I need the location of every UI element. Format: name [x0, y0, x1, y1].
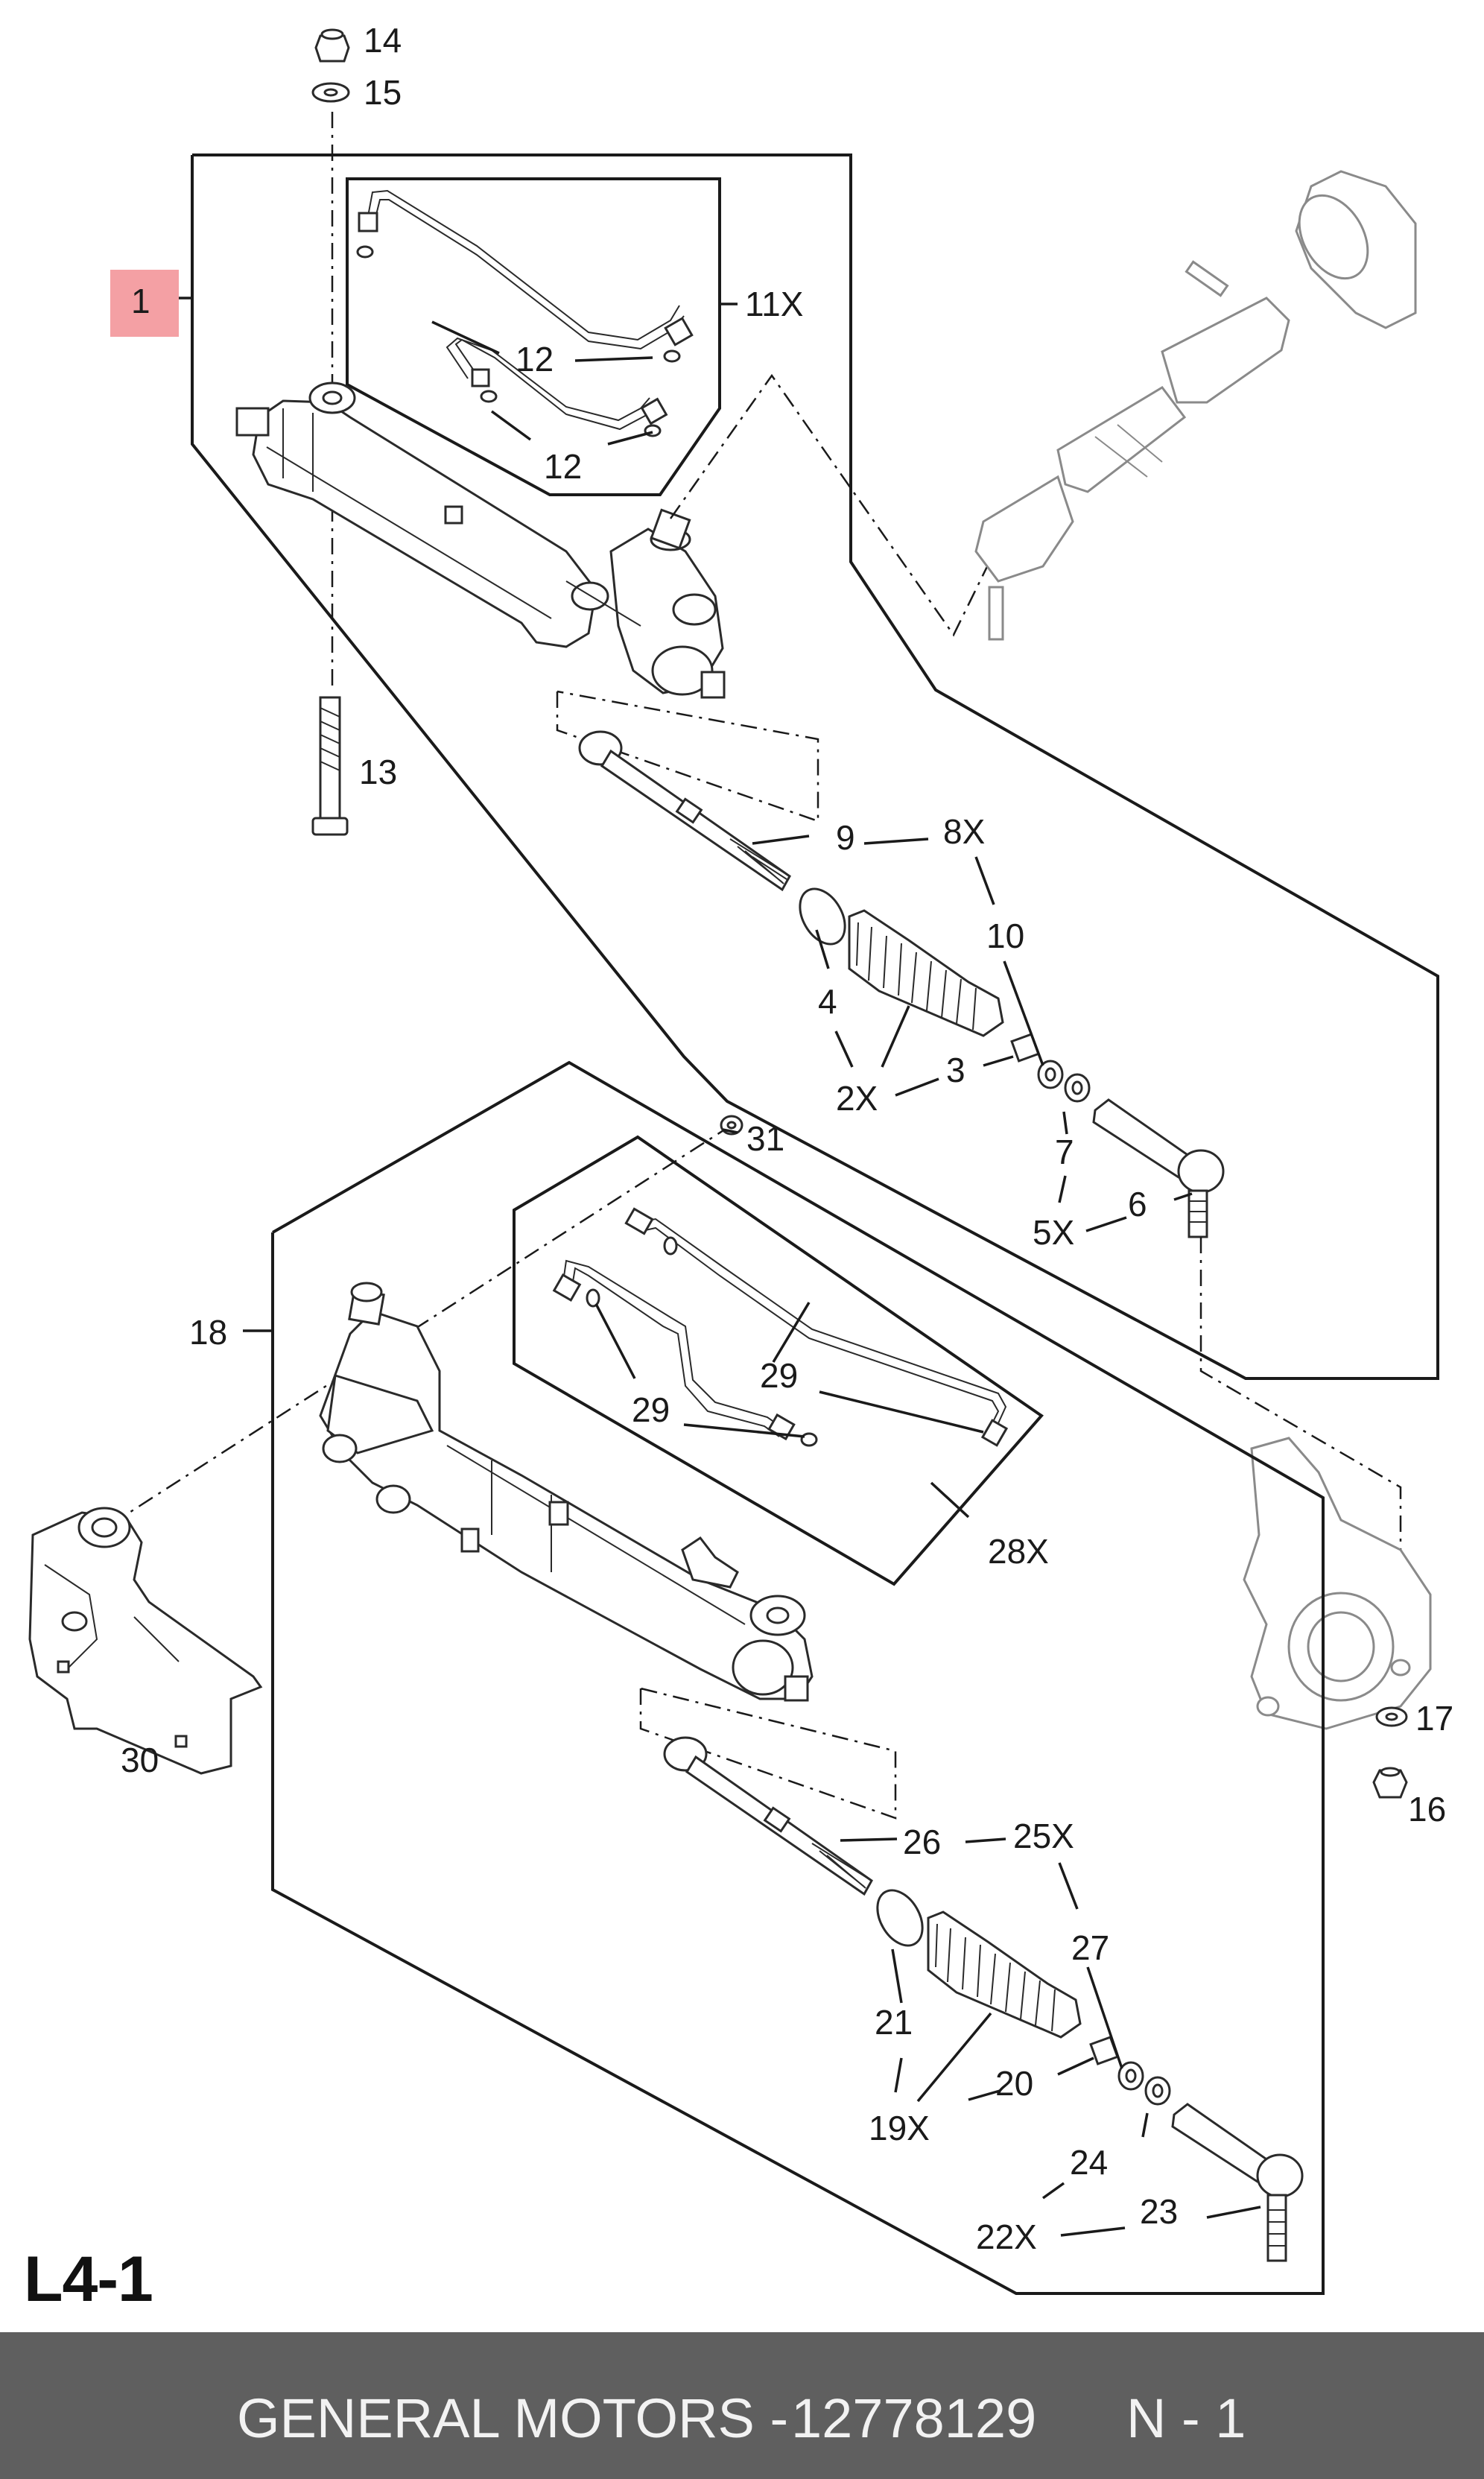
heat-shield-30	[28, 1507, 263, 1775]
o-ring-29-c	[800, 1432, 818, 1447]
nut-16-part	[1372, 1767, 1408, 1799]
callout-20: 20	[995, 2064, 1033, 2103]
rack-boot-2x	[848, 909, 1004, 1037]
callout-13: 13	[359, 753, 397, 791]
callout-16: 16	[1408, 1790, 1446, 1829]
pressure-hose-upper	[358, 189, 694, 350]
steering-gear-lower-rack	[319, 1282, 814, 1702]
rack-boot-19x	[927, 1910, 1082, 2039]
inner-tie-rod-26	[663, 1736, 873, 1896]
washer-15-part	[311, 82, 350, 103]
callout-18: 18	[189, 1313, 227, 1352]
callout-12-top: 12	[516, 340, 554, 379]
callout-27: 27	[1071, 1928, 1109, 1967]
callout-22x: 22X	[976, 2217, 1037, 2256]
nut-14-part	[314, 28, 350, 63]
jam-nut-27	[1117, 2061, 1144, 2091]
o-ring-29-a	[663, 1236, 678, 1256]
callout-11x: 11X	[745, 285, 803, 323]
tie-rod-subgroup-bracket-lower	[639, 1687, 897, 1820]
callout-10: 10	[986, 916, 1024, 955]
bolt-13-part	[311, 696, 349, 836]
outer-tie-rod-end-23	[1171, 2103, 1304, 2262]
lower-assembly-frame	[271, 1060, 1325, 2295]
jam-nut-10	[1037, 1060, 1064, 1089]
boot-clamp-4	[799, 887, 846, 946]
callout-29-right: 29	[760, 1356, 798, 1395]
outer-tie-rod-end-6	[1092, 1098, 1225, 1238]
callout-4: 4	[818, 982, 837, 1021]
clamp-3	[1010, 1033, 1040, 1063]
leader-lines	[179, 297, 1261, 2237]
callout-17: 17	[1415, 1699, 1453, 1738]
hose-kit-frame-lower	[513, 1135, 1044, 1586]
knuckle-alignment-line	[1199, 1237, 1402, 1672]
callout-21: 21	[875, 2003, 913, 2042]
callout-7: 7	[1055, 1133, 1074, 1171]
callout-8x: 8X	[943, 812, 985, 851]
return-hose-lower	[552, 1259, 796, 1441]
washer-17-part	[1375, 1706, 1408, 1727]
intermediate-steering-shaft	[974, 170, 1417, 641]
callout-15: 15	[364, 73, 402, 112]
o-ring-29-b	[586, 1288, 600, 1308]
callout-1: 1	[131, 282, 150, 320]
hose-kit-frame	[346, 177, 721, 496]
callout-19x: 19X	[869, 2109, 930, 2147]
o-ring-12-c	[480, 390, 498, 403]
footer-brand: GENERAL MOTORS -	[237, 2387, 789, 2449]
steering-knuckle	[1243, 1437, 1432, 1730]
callout-31: 31	[746, 1119, 784, 1158]
footer-bar	[0, 2332, 1484, 2479]
callout-5x: 5X	[1033, 1213, 1074, 1252]
tie-rod-subgroup-bracket	[556, 690, 819, 823]
inner-tie-rod-9	[578, 730, 791, 892]
callout-1-highlight	[110, 270, 179, 337]
boot-clamp-21	[876, 1889, 924, 1947]
callout-3: 3	[946, 1051, 965, 1089]
steering-gear-upper-rack	[235, 381, 726, 699]
intermediate-shaft-alignment	[669, 373, 1000, 637]
diagram-page-code: L4-1	[24, 2244, 153, 2315]
o-ring-12-b	[663, 349, 681, 363]
callout-29-left: 29	[632, 1390, 670, 1429]
heat-shield-alignment-line	[117, 1124, 732, 1522]
callout-9: 9	[836, 818, 855, 857]
nut-7	[1064, 1073, 1091, 1103]
callout-14: 14	[364, 21, 402, 60]
callout-25x: 25X	[1013, 1817, 1074, 1855]
upper-assembly-frame	[191, 153, 1439, 1380]
callout-2x: 2X	[836, 1079, 878, 1118]
pressure-hose-lower	[624, 1207, 1009, 1447]
callout-28x: 28X	[988, 1532, 1049, 1571]
callout-12-bottom: 12	[544, 447, 582, 486]
callout-6: 6	[1128, 1185, 1147, 1223]
return-hose-upper	[445, 337, 668, 431]
footer-quantity: N - 1	[1126, 2387, 1246, 2449]
o-ring-12-a	[356, 245, 374, 259]
nut-24	[1144, 2076, 1171, 2106]
callout-30: 30	[121, 1741, 159, 1779]
callout-26: 26	[903, 1823, 941, 1861]
callout-23: 23	[1140, 2192, 1178, 2231]
callout-24: 24	[1070, 2143, 1108, 2182]
footer-part-number: 12778129	[791, 2387, 1037, 2449]
